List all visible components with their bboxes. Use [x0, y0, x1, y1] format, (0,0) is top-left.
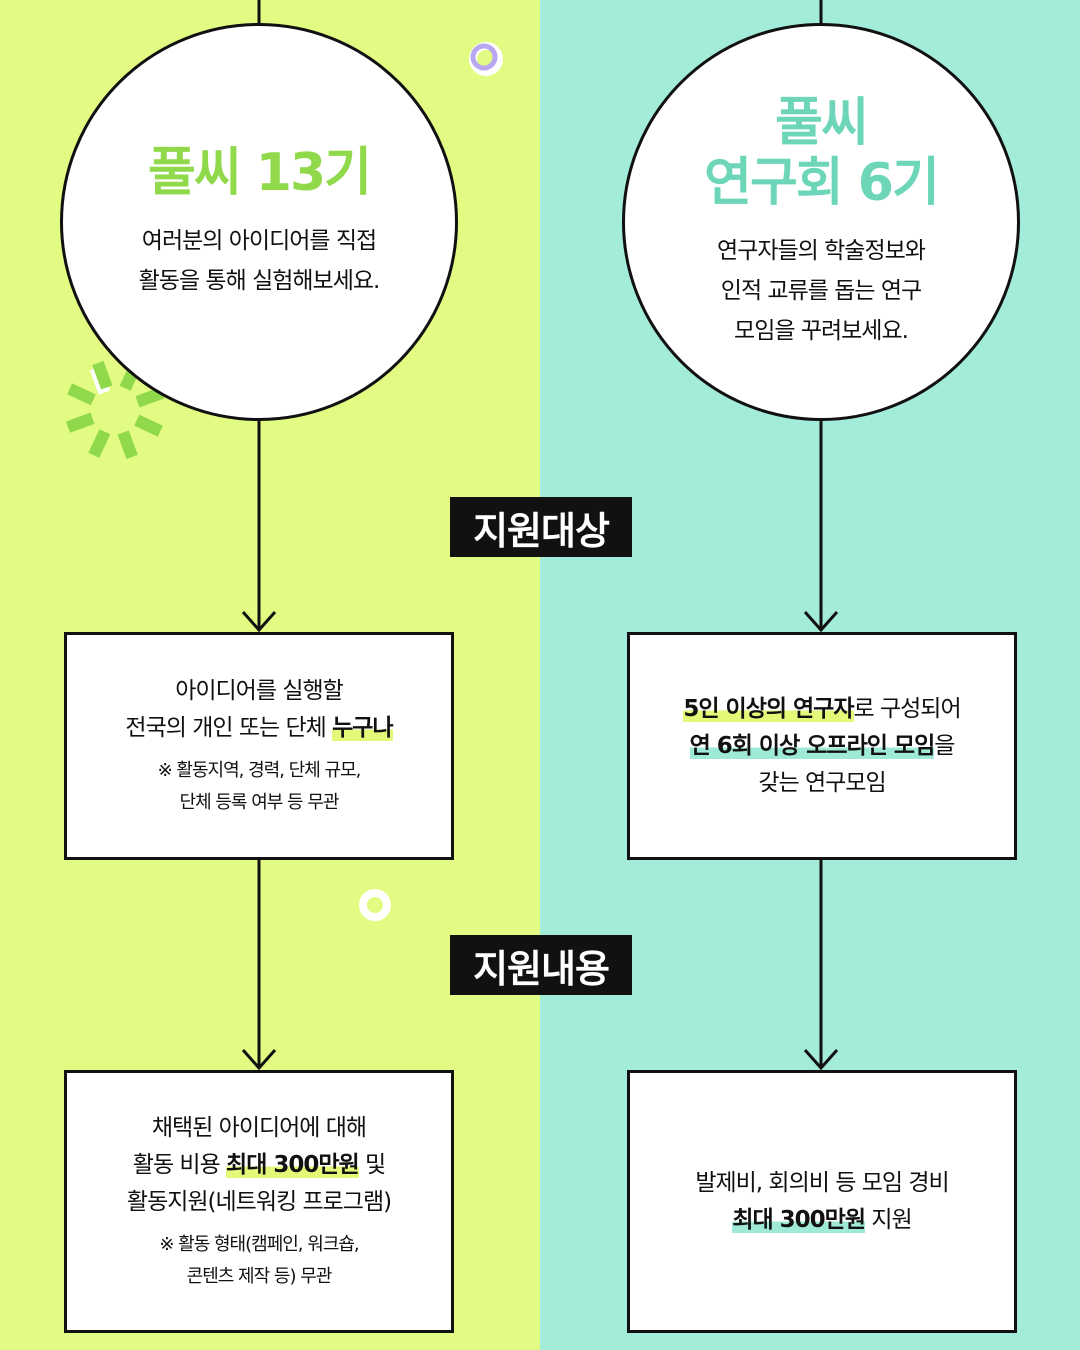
program-circle-pulssi: 풀씨 13기 여러분의 아이디어를 직접 활동을 통해 실험해보세요. — [60, 23, 458, 421]
text-line: 연 6회 이상 오프라인 모임을 — [689, 728, 955, 765]
note-line: 콘텐츠 제작 등) 무관 — [186, 1266, 333, 1287]
note-line: ※ 활동지역, 경력, 단체 규모, — [157, 760, 362, 781]
text-line: 5인 이상의 연구자로 구성되어 — [683, 691, 962, 728]
text: 을 — [934, 732, 955, 759]
text-line: 최대 300만원 지원 — [732, 1202, 913, 1239]
text: 로 구성되어 — [853, 695, 962, 722]
note: ※ 활동지역, 경력, 단체 규모, 단체 등록 여부 등 무관 — [157, 755, 362, 819]
highlight-text: 최대 300만원 — [226, 1152, 360, 1178]
text-line: 갖는 연구모임 — [758, 769, 886, 796]
text: 활동 비용 — [132, 1152, 227, 1178]
note-line: ※ 활동 형태(캠페인, 워크숍, — [159, 1234, 359, 1255]
desc-line: 여러분의 아이디어를 직접 — [141, 228, 377, 254]
program-description: 연구자들의 학술정보와 인적 교류를 돕는 연구 모임을 꾸려보세요. — [717, 231, 926, 351]
label-support: 지원내용 — [450, 935, 632, 995]
highlight-text: 연 6회 이상 오프라인 모임 — [689, 732, 935, 759]
text: 지원 — [865, 1206, 912, 1233]
note: ※ 활동 형태(캠페인, 워크숍, 콘텐츠 제작 등) 무관 — [159, 1229, 359, 1293]
text-line: 채택된 아이디어에 대해 — [151, 1115, 367, 1141]
text-line: 전국의 개인 또는 단체 누구나 — [125, 710, 394, 747]
title-line: 풀씨 — [775, 93, 869, 153]
left-target-box: 아이디어를 실행할 전국의 개인 또는 단체 누구나 ※ 활동지역, 경력, 단… — [64, 632, 454, 860]
desc-line: 연구자들의 학술정보와 — [717, 238, 926, 264]
highlight-text: 누구나 — [332, 715, 394, 741]
program-description: 여러분의 아이디어를 직접 활동을 통해 실험해보세요. — [138, 221, 381, 301]
text-line: 발제비, 회의비 등 모임 경비 — [695, 1169, 949, 1196]
ring-decoration — [359, 42, 503, 921]
label-target: 지원대상 — [450, 497, 632, 557]
text-line: 아이디어를 실행할 — [175, 678, 344, 704]
highlight-text: 최대 300만원 — [732, 1206, 866, 1233]
desc-line: 활동을 통해 실험해보세요. — [138, 268, 381, 294]
program-title: 풀씨 연구회 6기 — [704, 93, 940, 213]
text-line: 활동 비용 최대 300만원 및 — [132, 1147, 386, 1184]
text: 전국의 개인 또는 단체 — [125, 715, 333, 741]
program-circle-research: 풀씨 연구회 6기 연구자들의 학술정보와 인적 교류를 돕는 연구 모임을 꾸… — [622, 23, 1020, 421]
title-line: 연구회 6기 — [704, 153, 940, 213]
desc-line: 인적 교류를 돕는 연구 — [720, 278, 922, 304]
text-line: 활동지원(네트워킹 프로그램) — [126, 1189, 392, 1215]
highlight-text: 5인 이상의 연구자 — [683, 695, 855, 722]
note-line: 단체 등록 여부 등 무관 — [179, 792, 340, 813]
left-support-box: 채택된 아이디어에 대해 활동 비용 최대 300만원 및 활동지원(네트워킹 … — [64, 1070, 454, 1333]
right-support-box: 발제비, 회의비 등 모임 경비 최대 300만원 지원 — [627, 1070, 1017, 1333]
program-title: 풀씨 13기 — [148, 143, 372, 203]
sparkle-decoration — [65, 360, 165, 460]
right-target-box: 5인 이상의 연구자로 구성되어 연 6회 이상 오프라인 모임을 갖는 연구모… — [627, 632, 1017, 860]
desc-line: 모임을 꾸려보세요. — [734, 318, 909, 344]
text: 및 — [358, 1152, 386, 1178]
